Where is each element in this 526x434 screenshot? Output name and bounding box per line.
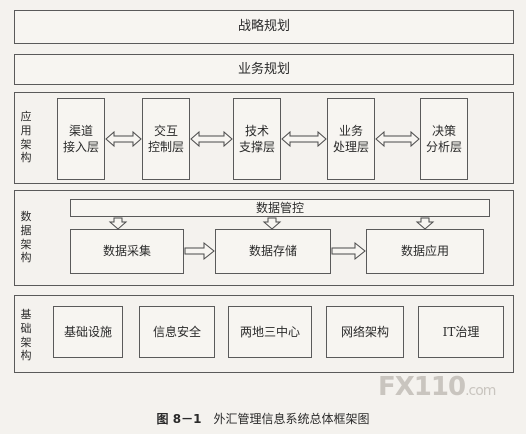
strategy-planning-bar: 战略规划 [14,10,514,44]
data-application-box: 数据应用 [366,229,484,274]
figure-number: 图 8－1 [156,412,202,426]
foundation-architecture-label: 基础架构 [20,308,32,363]
foundation-architecture-frame [14,295,514,373]
right-arrow-icon [184,241,215,261]
channel-access-layer-label: 渠道 接入层 [62,123,99,154]
double-arrow-icon [375,130,420,148]
data-storage-box: 数据存储 [215,229,331,274]
business-processing-layer-label: 业务 处理层 [332,123,369,154]
watermark-suffix: .com [465,383,496,399]
strategy-planning-label: 战略规划 [237,19,290,35]
figure-title: 外汇管理信息系统总体框架图 [213,412,370,426]
double-arrow-icon [105,130,142,148]
data-architecture-frame [14,190,514,286]
data-governance-bar: 数据管控 [70,199,490,217]
application-architecture-frame [14,92,514,184]
infrastructure-box: 基础设施 [53,306,123,358]
two-sites-three-centers-box: 两地三中心 [228,306,312,358]
technical-support-layer-label: 技术 支撑层 [238,123,275,154]
interaction-control-layer-label: 交互 控制层 [147,123,184,154]
business-planning-label: 业务规划 [237,61,290,77]
down-arrow-icon [108,217,128,230]
two-sites-three-centers-label: 两地三中心 [239,324,300,339]
data-architecture-label: 数据架构 [20,210,32,265]
right-arrow-icon [331,241,366,261]
technical-support-layer: 技术 支撑层 [233,98,281,180]
double-arrow-icon [281,130,327,148]
network-architecture-box: 网络架构 [326,306,404,358]
double-arrow-icon [190,130,233,148]
data-collection-label: 数据采集 [102,244,151,259]
decision-analysis-layer-label: 决策 分析层 [425,123,462,154]
network-architecture-label: 网络架构 [340,324,389,339]
infrastructure-label: 基础设施 [63,324,112,339]
information-security-box: 信息安全 [139,306,215,358]
figure-caption: 图 8－1 外汇管理信息系统总体框架图 [0,410,526,427]
decision-analysis-layer: 决策 分析层 [420,98,468,180]
data-collection-box: 数据采集 [70,229,184,274]
it-governance-label: IT治理 [442,324,480,339]
application-architecture-label: 应用架构 [20,110,32,165]
information-security-label: 信息安全 [152,324,201,339]
watermark-main: FX110 [378,372,466,402]
down-arrow-icon [415,217,435,230]
it-governance-box: IT治理 [418,306,504,358]
down-arrow-icon [262,217,282,230]
data-storage-label: 数据存储 [248,244,297,259]
fx110-watermark-logo: FX110.com [378,372,496,402]
business-processing-layer: 业务 处理层 [327,98,375,180]
data-governance-label: 数据管控 [255,200,304,215]
data-application-label: 数据应用 [400,244,449,259]
interaction-control-layer: 交互 控制层 [142,98,190,180]
business-planning-bar: 业务规划 [14,54,514,85]
channel-access-layer: 渠道 接入层 [57,98,105,180]
